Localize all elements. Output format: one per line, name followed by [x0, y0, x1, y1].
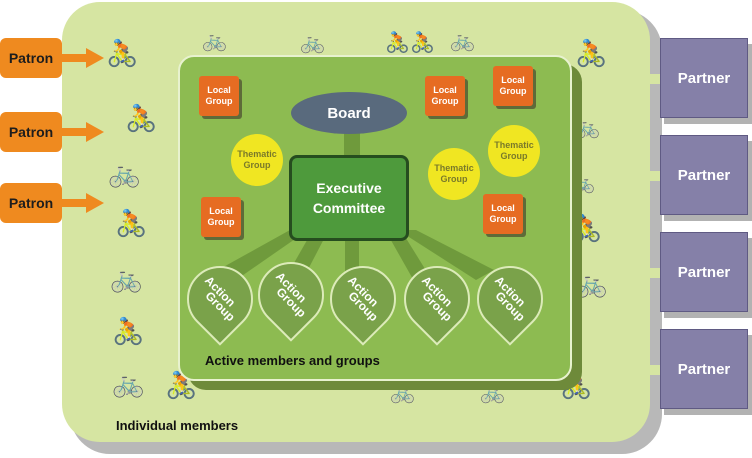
- bicycle-icon: 🚴: [385, 32, 410, 54]
- bicycle-icon: 🚲: [300, 32, 325, 54]
- thematic-group-line: Group: [440, 174, 468, 184]
- executive-committee-node: Executive Committee: [289, 155, 409, 241]
- local-group-line: Local: [433, 85, 457, 95]
- local-group-line: Group: [205, 96, 233, 106]
- partner-box: Partner: [660, 38, 748, 118]
- local-group-line: Local: [207, 85, 231, 95]
- branch-connector: [218, 230, 308, 280]
- patron-connector: [62, 199, 86, 207]
- patron-label: Patron: [0, 112, 62, 152]
- bicycle-icon: 🚴: [575, 38, 608, 68]
- patron-tag: Patron: [0, 38, 104, 78]
- local-group-line: Group: [489, 214, 517, 224]
- partner-connector: [628, 365, 662, 375]
- bicycle-icon: 🚲: [450, 30, 475, 52]
- arrow-right-icon: [86, 48, 104, 68]
- patron-tag: Patron: [0, 112, 104, 152]
- thematic-group-line: Thematic: [237, 149, 277, 159]
- individual-members-caption: Individual members: [116, 418, 239, 433]
- partner-box: Partner: [660, 329, 748, 409]
- thematic-group-line: Thematic: [434, 163, 474, 173]
- partner-box: Partner: [660, 135, 748, 215]
- thematic-group-line: Group: [500, 151, 528, 161]
- patron-tag: Patron: [0, 183, 104, 223]
- bicycle-icon: 🚲: [108, 158, 141, 188]
- bicycle-icon: 🚴: [112, 316, 145, 346]
- bicycle-icon: 🚲: [112, 368, 145, 398]
- local-group-line: Local: [491, 203, 515, 213]
- partner-connector: [628, 171, 662, 181]
- patron-label: Patron: [0, 38, 62, 78]
- local-group-line: Group: [499, 86, 527, 96]
- patron-label: Patron: [0, 183, 62, 223]
- partner-box: Partner: [660, 232, 748, 312]
- executive-line: Executive: [316, 180, 382, 196]
- bicycle-icon: 🚴: [106, 38, 139, 68]
- thematic-group-line: Group: [243, 160, 271, 170]
- patron-connector: [62, 128, 86, 136]
- local-group-line: Local: [501, 75, 525, 85]
- active-members-caption: Active members and groups: [205, 353, 380, 368]
- local-group-line: Local: [209, 206, 233, 216]
- arrow-right-icon: [86, 122, 104, 142]
- patron-connector: [62, 54, 86, 62]
- bicycle-icon: 🚲: [110, 263, 143, 293]
- bicycle-icon: 🚴: [125, 103, 158, 133]
- executive-line: Committee: [312, 200, 386, 216]
- board-node: Board: [291, 92, 407, 134]
- thematic-group-line: Thematic: [494, 140, 534, 150]
- bicycle-icon: 🚲: [202, 30, 227, 52]
- partner-connector: [628, 74, 662, 84]
- bicycle-icon: 🚴: [410, 32, 435, 54]
- partner-connector: [628, 268, 662, 278]
- bicycle-icon: 🚴: [115, 208, 148, 238]
- branch-connector: [398, 230, 494, 280]
- local-group-line: Group: [431, 96, 459, 106]
- arrow-right-icon: [86, 193, 104, 213]
- local-group-line: Group: [207, 217, 235, 227]
